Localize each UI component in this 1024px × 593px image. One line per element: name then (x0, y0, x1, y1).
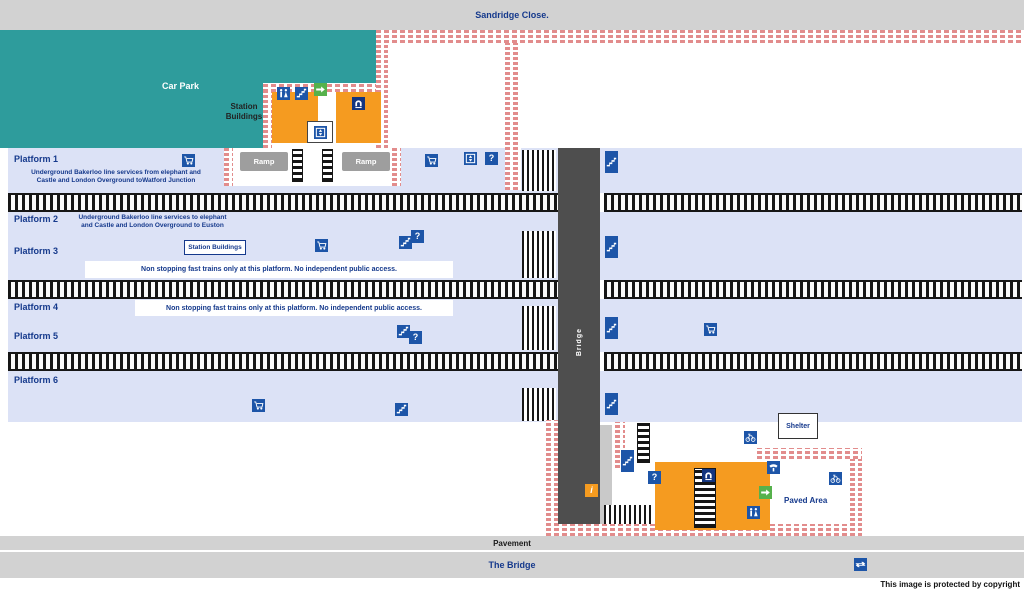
paved-area-label: Paved Area (784, 496, 828, 505)
lift-box (307, 121, 333, 143)
shelter-label: Shelter (778, 413, 818, 439)
stairs-icon (397, 325, 410, 338)
stairs-icon (621, 450, 634, 472)
help-point-icon: i (585, 484, 598, 497)
stairs-icon (399, 236, 412, 249)
bridge-stairs-icon (605, 317, 618, 339)
platform-1-note-line2: Castle and London Overground toWatford J… (36, 177, 196, 184)
stair-structure (292, 149, 303, 182)
station-buildings-north-label: Station Buildings (225, 102, 263, 121)
brick-path-south-west (546, 420, 558, 536)
stair-structure-south (637, 423, 650, 463)
cycle-storage-icon (744, 431, 757, 444)
platform-3-notice: Non stopping fast trains only at this pl… (85, 261, 453, 278)
telephone-icon (767, 461, 780, 474)
cycle-storage-icon (829, 472, 842, 485)
pavement-bar: Pavement (0, 536, 1024, 550)
brick-path-buildings-left (263, 92, 272, 148)
brick-path-paved-top (757, 448, 862, 459)
info-icon: ? (648, 471, 661, 484)
platform-2-note-line2: and Castle and London Overground to Eust… (81, 222, 224, 229)
toilets-icon (747, 506, 760, 519)
info-icon: ? (409, 331, 422, 344)
info-icon: ? (485, 152, 498, 165)
bridge-stairs-icon (605, 236, 618, 258)
railway-track (604, 193, 1022, 212)
stair-structure (322, 149, 333, 182)
info-glyph: ? (412, 332, 419, 342)
toilets-icon (277, 87, 290, 100)
ramp-west-label: Ramp (240, 152, 288, 171)
copyright-notice: This image is protected by copyright (880, 580, 1020, 589)
platform-4-label: Platform 4 (14, 302, 59, 312)
railway-track (8, 280, 558, 299)
station-buildings-island-label: Station Buildings (184, 240, 246, 255)
platform-3-label: Platform 3 (14, 246, 59, 256)
platform-2-note-line1: Underground Bakerloo line services to el… (78, 214, 227, 221)
stairs-icon (395, 403, 408, 416)
street-south-label: The Bridge (488, 560, 536, 570)
building-staircase (694, 468, 716, 528)
info-icon: ? (411, 230, 424, 243)
lift-icon (313, 125, 327, 139)
platform-1-note-line1: Underground Bakerloo line services from … (31, 169, 201, 176)
railway-track (604, 352, 1022, 371)
brick-path-paved-east (850, 448, 862, 536)
stairs-icon (295, 87, 308, 100)
brick-path-ramp-east (392, 148, 401, 186)
platform-1-label: Platform 1 (14, 154, 59, 164)
info-glyph: ? (488, 153, 495, 163)
brick-path-platform6-link (615, 422, 625, 468)
trolley-icon (182, 154, 195, 167)
info-glyph: ? (414, 231, 421, 241)
platform-6-surface (8, 371, 1022, 422)
street-north-label: Sandridge Close. (475, 10, 549, 20)
railway-track (8, 193, 558, 212)
way-out-icon (759, 486, 772, 499)
brick-path-north-entrance (505, 43, 521, 190)
way-out-icon (314, 83, 327, 96)
railway-track (604, 280, 1022, 299)
platform-4-notice: Non stopping fast trains only at this pl… (135, 300, 453, 316)
trolley-icon (252, 399, 265, 412)
bridge-steps (522, 150, 556, 191)
platform-2-note: Underground Bakerloo line services to el… (60, 214, 245, 230)
car-park-area-lower (0, 83, 263, 148)
car-park-area (0, 30, 376, 83)
help-point-glyph: i (590, 485, 593, 495)
bridge: Bridge (558, 148, 600, 536)
bridge-stairs-icon (605, 393, 618, 415)
railway-track (8, 352, 558, 371)
pavement-label: Pavement (493, 538, 531, 548)
platform-5-label: Platform 5 (14, 331, 59, 341)
street-bar-north: Sandridge Close. (0, 0, 1024, 30)
brick-path-north (376, 30, 1022, 43)
brick-path-ramp-west (224, 148, 233, 186)
national-rail-icon (854, 558, 867, 571)
bridge-steps (522, 306, 556, 350)
trolley-icon (704, 323, 717, 336)
ramp-east-label: Ramp (342, 152, 390, 171)
bridge-stairs-icon (605, 151, 618, 173)
car-park-label: Car Park (162, 81, 200, 91)
trolley-icon (425, 154, 438, 167)
info-glyph: ? (651, 472, 658, 482)
ticket-office-icon (702, 469, 715, 482)
brick-path-south (546, 524, 862, 536)
platform-2-label: Platform 2 (14, 214, 59, 224)
bridge-label: Bridge (575, 327, 583, 357)
platform-1-note: Underground Bakerloo line services from … (10, 169, 222, 185)
lift-icon (464, 152, 477, 165)
bridge-steps (522, 231, 556, 278)
platform-6-label: Platform 6 (14, 375, 59, 385)
ticket-office-icon (352, 97, 365, 110)
trolley-icon (315, 239, 328, 252)
bridge-steps (522, 388, 556, 421)
street-bar-south: The Bridge (0, 552, 1024, 578)
